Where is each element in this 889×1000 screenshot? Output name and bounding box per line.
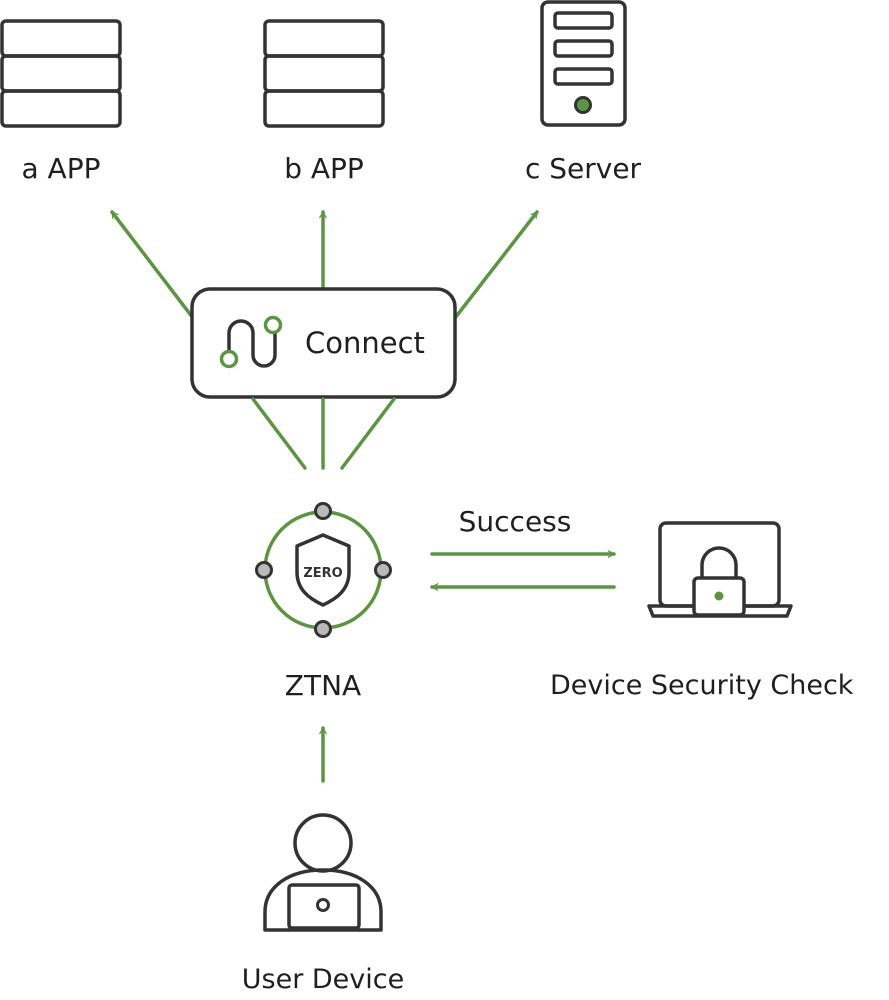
connect-box	[190, 287, 457, 399]
arrow-to-a-app	[110, 210, 195, 320]
shield-icon	[295, 533, 351, 607]
b-app-label: b APP	[284, 152, 364, 185]
connect-label: Connect	[305, 326, 425, 360]
c-server-label: c Server	[524, 152, 642, 185]
arrow-to-c-server	[453, 210, 539, 320]
success-arrows	[430, 550, 616, 591]
ztna-to-connect-lines	[251, 397, 396, 470]
ztna-label: ZTNA	[284, 669, 362, 702]
connect-to-apps-arrows	[110, 210, 539, 320]
device-security-check-label: Device Security Check	[550, 670, 854, 701]
c-server-tower-icon	[540, 0, 627, 127]
connector-path-icon	[219, 315, 283, 369]
user-device-label: User Device	[241, 964, 405, 995]
user-laptop-icon	[263, 813, 383, 932]
a-app-database-icon	[0, 19, 122, 128]
a-app-label: a APP	[21, 152, 101, 185]
ztna-badge-text: ZERO	[303, 566, 342, 581]
ztna-zero-trust-icon	[255, 502, 392, 638]
b-app-database-icon	[263, 19, 385, 128]
success-label: Success	[458, 505, 572, 538]
laptop-lock-icon	[647, 521, 793, 618]
